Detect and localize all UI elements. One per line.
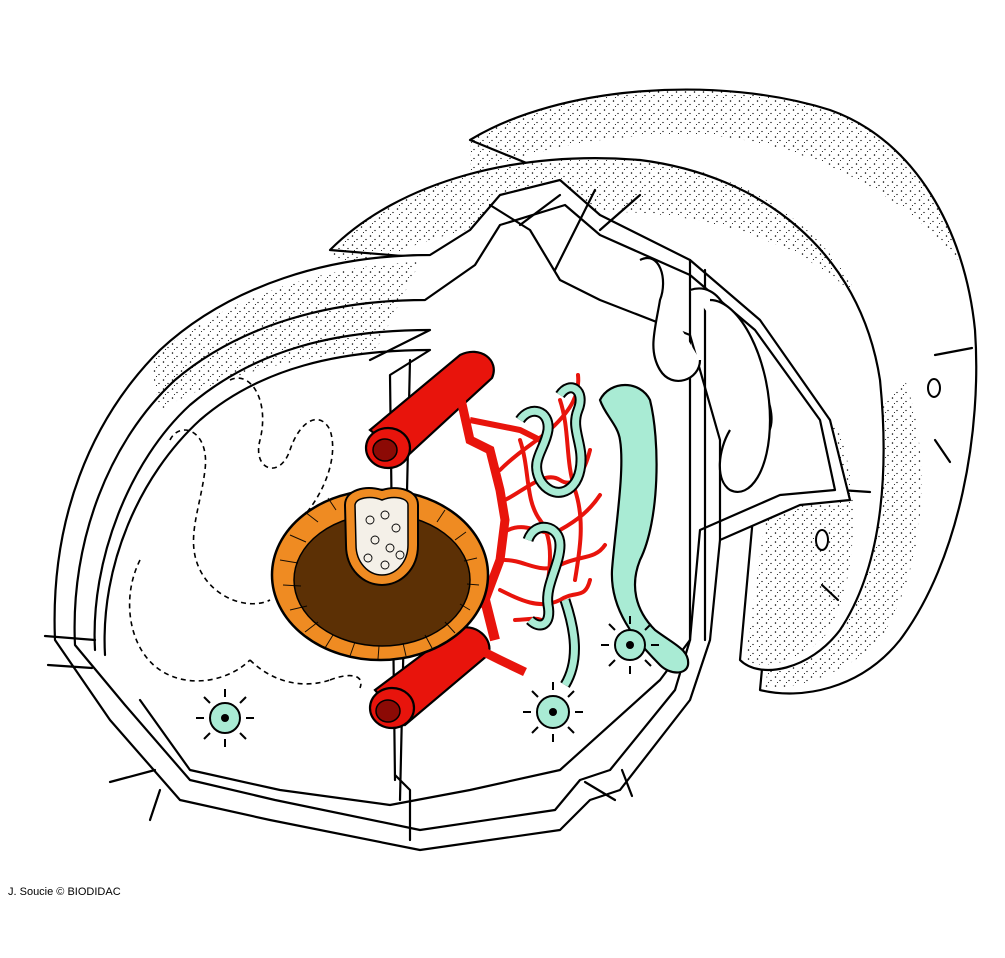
nephrostome-left xyxy=(196,689,254,747)
hidden-nephridium xyxy=(128,377,362,689)
ventral-blood-vessel xyxy=(368,598,527,730)
nephridium xyxy=(515,382,690,688)
dorsal-blood-vessel xyxy=(364,350,542,614)
intestine xyxy=(270,487,490,662)
posterior-nephridium xyxy=(639,256,773,493)
credit-label: J. Soucie © BIODIDAC xyxy=(8,886,121,898)
nephrostome-right xyxy=(601,616,659,674)
nephrostome-center xyxy=(523,682,583,742)
